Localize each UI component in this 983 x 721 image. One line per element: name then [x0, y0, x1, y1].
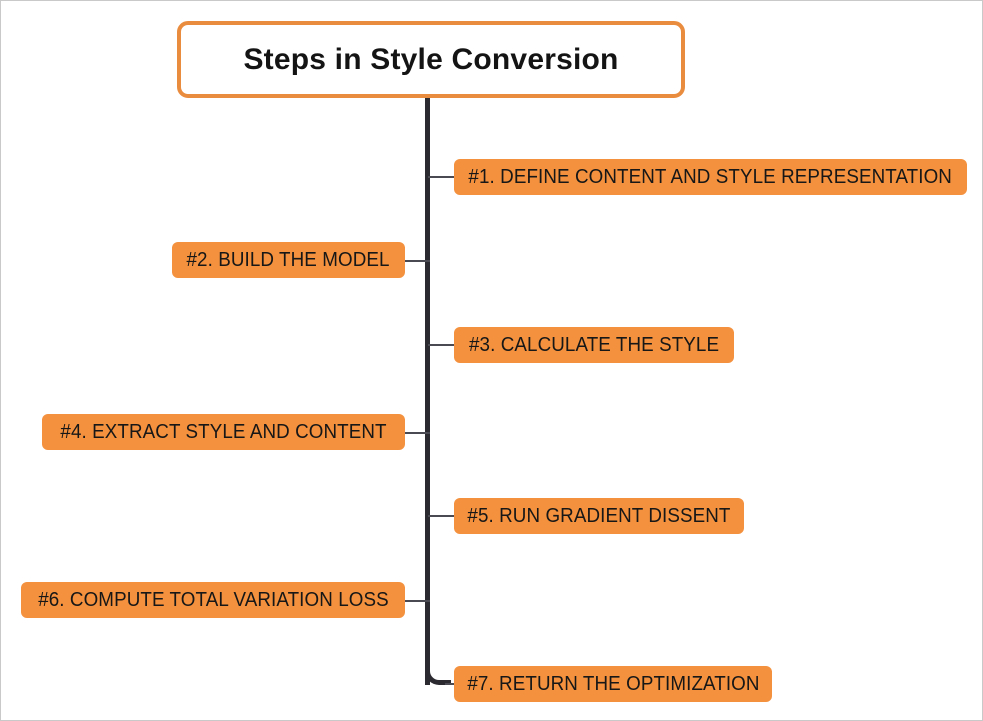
- step-box-1[interactable]: #1. DEFINE CONTENT AND STYLE REPRESENTAT…: [454, 159, 967, 195]
- step-box-7[interactable]: #7. RETURN THE OPTIMIZATION: [454, 666, 772, 702]
- step-box-3[interactable]: #3. CALCULATE THE STYLE: [454, 327, 734, 363]
- flowchart-spine: [425, 97, 430, 685]
- step-label-3: #3. CALCULATE THE STYLE: [468, 333, 720, 356]
- diagram-title-box: Steps in Style Conversion: [177, 21, 685, 98]
- page-title: Steps in Style Conversion: [243, 42, 619, 76]
- step-label-1: #1. DEFINE CONTENT AND STYLE REPRESENTAT…: [468, 165, 953, 188]
- step-label-2: #2. BUILD THE MODEL: [186, 248, 391, 271]
- connector-step-2: [403, 260, 430, 262]
- step-box-6[interactable]: #6. COMPUTE TOTAL VARIATION LOSS: [21, 582, 405, 618]
- connector-step-4: [403, 432, 430, 434]
- step-label-7: #7. RETURN THE OPTIMIZATION: [466, 672, 760, 695]
- step-label-4: #4. EXTRACT STYLE AND CONTENT: [60, 420, 387, 443]
- step-box-4[interactable]: #4. EXTRACT STYLE AND CONTENT: [42, 414, 405, 450]
- connector-step-3: [428, 344, 456, 346]
- step-box-2[interactable]: #2. BUILD THE MODEL: [172, 242, 405, 278]
- step-label-5: #5. RUN GRADIENT DISSENT: [467, 504, 731, 527]
- flowchart-spine-elbow: [425, 661, 451, 685]
- step-box-5[interactable]: #5. RUN GRADIENT DISSENT: [454, 498, 744, 534]
- connector-step-5: [428, 515, 456, 517]
- connector-step-6: [403, 600, 430, 602]
- connector-step-1: [428, 176, 456, 178]
- step-label-6: #6. COMPUTE TOTAL VARIATION LOSS: [37, 588, 389, 611]
